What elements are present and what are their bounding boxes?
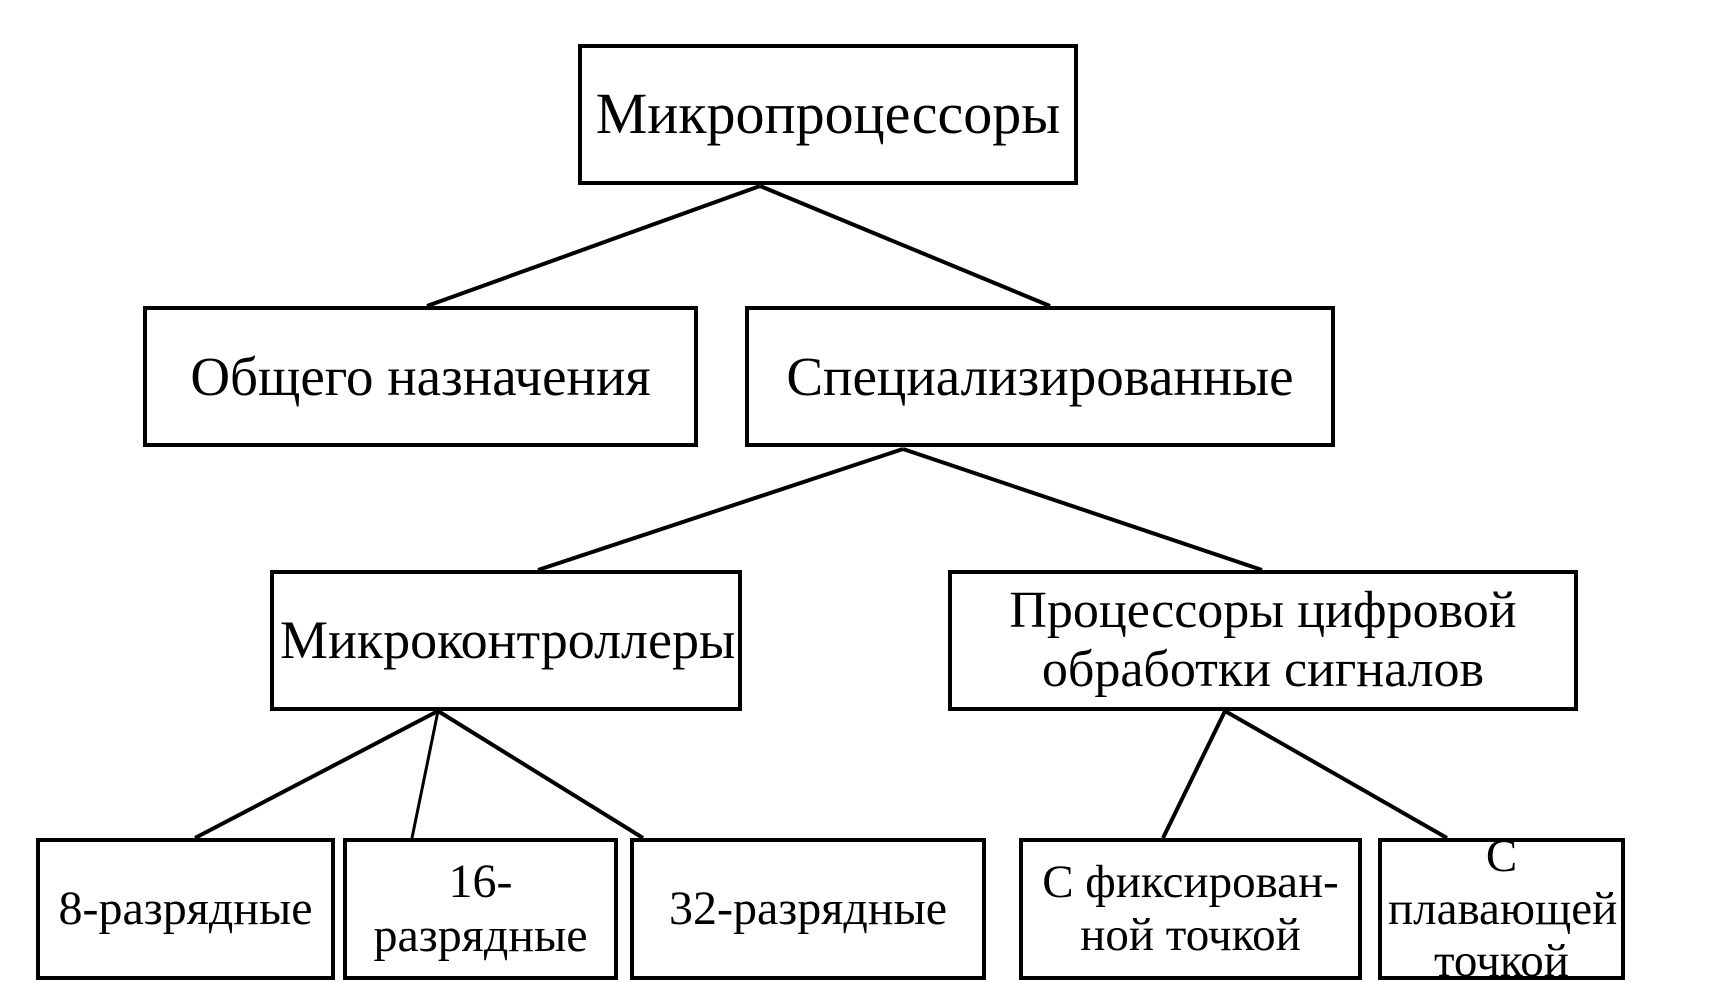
node-microprocessors: Микропроцессоры	[578, 44, 1078, 185]
node-dsp: Процессоры цифровой обработки сигналов	[948, 570, 1578, 711]
node-microcontrollers: Микроконтроллеры	[270, 570, 742, 711]
node-bit32: 32-разрядные	[630, 838, 986, 980]
node-bit16: 16-разрядные	[343, 838, 618, 980]
node-specialized: Специализированные	[745, 306, 1335, 447]
node-bit8: 8-разрядные	[36, 838, 335, 980]
node-label-microcontrollers: Микроконтроллеры	[280, 610, 736, 671]
edge-microcontrollers-bit32	[436, 709, 645, 840]
edge-microprocessors-specialized	[759, 184, 1051, 308]
edge-microcontrollers-bit8	[194, 709, 439, 840]
node-general-purpose: Общего назначения	[143, 306, 698, 447]
edge-specialized-dsp	[902, 447, 1263, 572]
node-label-microprocessors: Микропроцессоры	[595, 81, 1061, 147]
node-label-floating-point: С плавающей точкой	[1388, 830, 1618, 988]
node-label-bit8: 8-разрядные	[58, 882, 313, 936]
node-label-bit16: 16-разрядные	[373, 855, 588, 962]
edge-dsp-floating-point	[1224, 709, 1448, 840]
node-label-fixed-point: С фиксирован- ной точкой	[1042, 856, 1339, 961]
edge-microcontrollers-bit16	[410, 710, 440, 839]
edge-microprocessors-general-purpose	[426, 184, 761, 308]
edge-specialized-microcontrollers	[537, 447, 904, 572]
node-label-bit32: 32-разрядные	[669, 882, 947, 936]
edge-dsp-fixed-point	[1161, 710, 1227, 839]
node-label-general-purpose: Общего назначения	[190, 345, 651, 407]
node-label-specialized: Специализированные	[786, 345, 1294, 407]
node-floating-point: С плавающей точкой	[1378, 830, 1625, 987]
node-label-dsp: Процессоры цифровой обработки сигналов	[1009, 582, 1517, 698]
node-fixed-point: С фиксирован- ной точкой	[1019, 838, 1362, 980]
